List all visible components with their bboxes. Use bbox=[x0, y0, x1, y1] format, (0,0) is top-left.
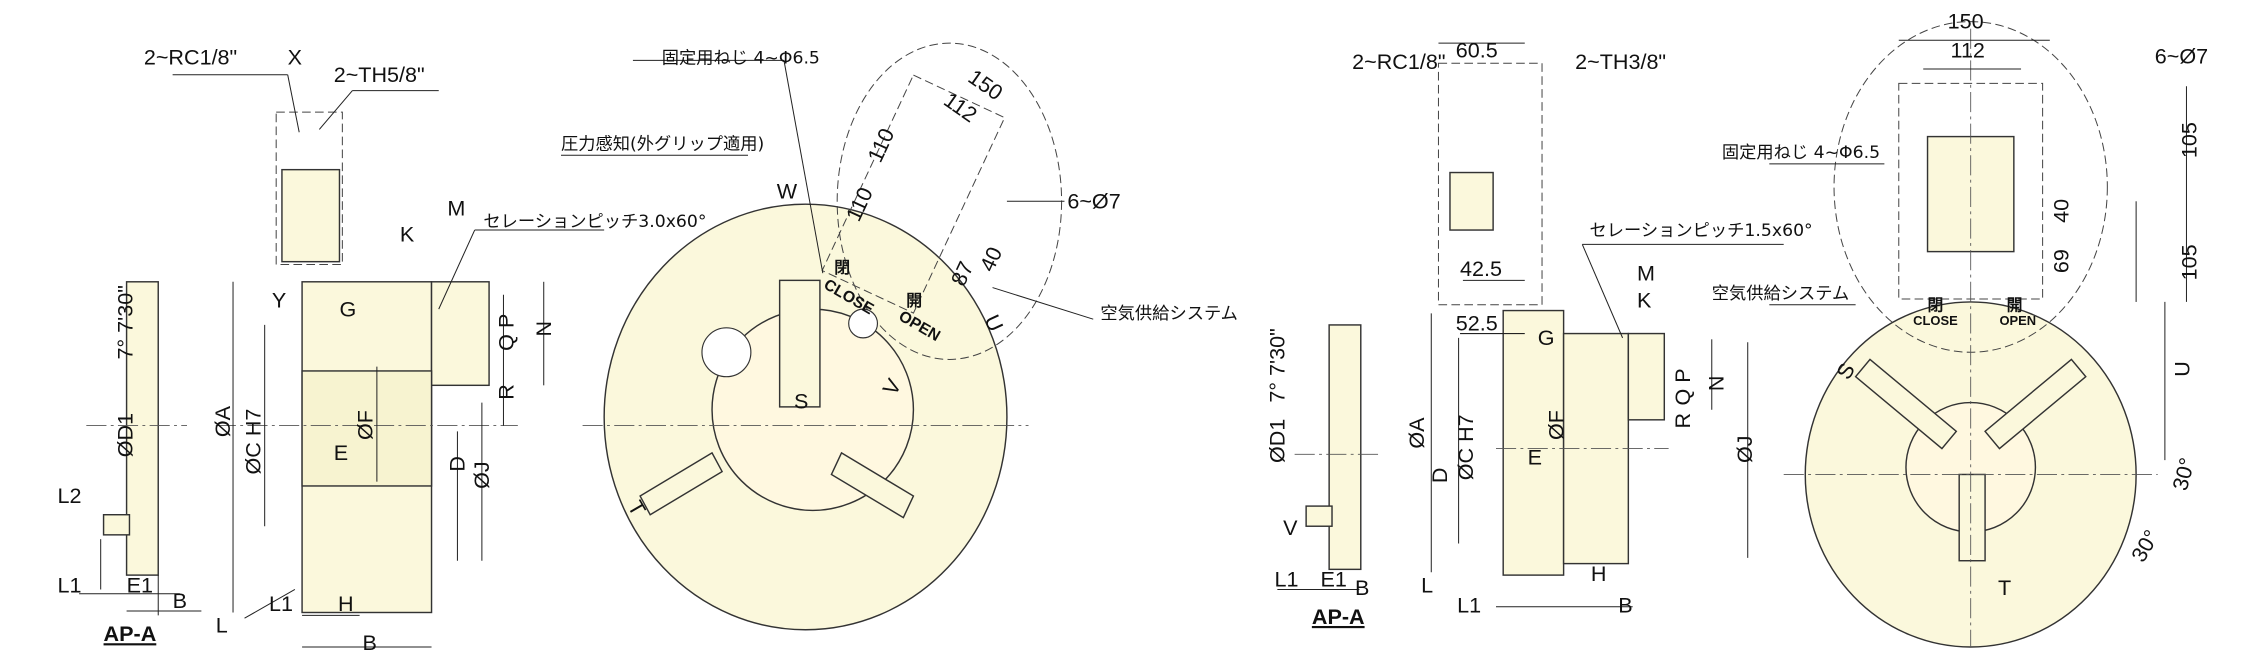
r-front-105a-label: 105 bbox=[2177, 122, 2202, 158]
r-ap-a-e1-label: E1 bbox=[1321, 567, 1347, 592]
side-f-label: ØF bbox=[353, 410, 378, 440]
r-side-c-label: ØC H7 bbox=[1453, 414, 1478, 480]
r-side-b-label: B bbox=[1618, 592, 1632, 617]
r-front-open-jp: 開 bbox=[2007, 297, 2023, 315]
r-front-t-label: T bbox=[1998, 575, 2011, 600]
front-s-label: S bbox=[794, 388, 808, 413]
r-front-112-label: 112 bbox=[1951, 38, 1985, 63]
left-ap-a-view: 7° 7'30" ØD1 L2 L1 E1 B AP-A bbox=[58, 281, 202, 646]
side-m-label: M bbox=[447, 196, 465, 221]
side-n-label: N bbox=[531, 321, 556, 337]
r-side-rc-label: 2~RC1/8" bbox=[1352, 49, 1445, 74]
side-c-label: ØC H7 bbox=[240, 409, 265, 475]
side-l1-label: L1 bbox=[269, 591, 293, 616]
r-side-d-label: D bbox=[1427, 468, 1452, 484]
r-side-f-label: ØF bbox=[1544, 410, 1569, 440]
r-side-m-label: M bbox=[1637, 260, 1655, 285]
side-y-label: Y bbox=[272, 288, 286, 313]
side-b-label: B bbox=[362, 630, 376, 655]
right-side-view: 2~RC1/8" 60.5 2~TH3/8" 42.5 52.5 セレーションピ… bbox=[1352, 38, 1813, 618]
r-side-j-label: ØJ bbox=[1732, 435, 1757, 463]
r-ap-a-l1-label: L1 bbox=[1274, 567, 1298, 592]
side-j-label: ØJ bbox=[469, 461, 494, 489]
ap-a-title: AP-A bbox=[104, 621, 157, 646]
side-k-label: K bbox=[400, 222, 415, 247]
front-open-jp: 開 bbox=[906, 292, 922, 310]
side-a-label: ØA bbox=[210, 405, 235, 437]
side-e-label: E bbox=[334, 440, 348, 465]
front-air-label: 空気供給システム bbox=[1100, 304, 1238, 324]
side-x-label: X bbox=[288, 45, 302, 70]
r-front-close-label: CLOSE bbox=[1913, 313, 1958, 328]
r-side-serration-label: セレーションピッチ1.5x60° bbox=[1590, 221, 1813, 241]
left-side-view: 2~RC1/8" X 2~TH5/8" K M セレーションピッチ3.0x60°… bbox=[144, 45, 707, 655]
front-112-label: 112 bbox=[939, 87, 982, 127]
side-l-label: L bbox=[216, 613, 228, 638]
front-u-label: U bbox=[979, 311, 1008, 336]
r-ap-a-title: AP-A bbox=[1312, 604, 1365, 629]
r-side-e-label: E bbox=[1528, 444, 1542, 469]
r-front-holes-label: 6~Ø7 bbox=[2155, 43, 2208, 68]
front-holes-label: 6~Ø7 bbox=[1067, 188, 1120, 213]
r-side-k-label: K bbox=[1637, 288, 1652, 313]
r-front-30a-label: 30° bbox=[2167, 455, 2200, 493]
r-side-th-label: 2~TH3/8" bbox=[1575, 49, 1666, 74]
r-side-h-label: H bbox=[1591, 561, 1607, 586]
side-g-label: G bbox=[339, 296, 356, 321]
ap-a-l2-label: L2 bbox=[58, 483, 82, 508]
r-front-30b-label: 30° bbox=[2126, 525, 2164, 566]
r-side-52-label: 52.5 bbox=[1456, 311, 1498, 336]
r-side-42-label: 42.5 bbox=[1460, 256, 1502, 281]
right-ap-a-view: 7° 7'30" ØD1 V L1 E1 B AP-A bbox=[1265, 324, 1381, 629]
r-side-n-label: N bbox=[1703, 375, 1728, 391]
r-side-g-label: G bbox=[1538, 325, 1555, 350]
r-front-close-jp: 閉 bbox=[1928, 297, 1944, 315]
side-th-label: 2~TH5/8" bbox=[334, 62, 425, 87]
r-front-air-label: 空気供給システム bbox=[1712, 284, 1850, 304]
side-qp-label: Q P bbox=[494, 314, 519, 351]
ap-a-e1-label: E1 bbox=[127, 572, 153, 597]
r-side-l-label: L bbox=[1421, 572, 1433, 597]
side-serration-label: セレーションピッチ3.0x60° bbox=[483, 212, 706, 232]
side-rc-label: 2~RC1/8" bbox=[144, 45, 237, 70]
r-front-screw-label: 固定用ねじ 4~Φ6.5 bbox=[1722, 143, 1880, 163]
right-front-view: 150 112 6~Ø7 105 固定用ねじ 4~Φ6.5 40 105 69 … bbox=[1712, 9, 2208, 648]
r-front-40-label: 40 bbox=[2049, 199, 2074, 223]
r-side-a-label: ØA bbox=[1404, 417, 1429, 449]
side-d-label: D bbox=[445, 456, 470, 472]
r-front-69-label: 69 bbox=[2049, 249, 2074, 273]
r-front-open-label: OPEN bbox=[1999, 313, 2036, 328]
side-h-label: H bbox=[338, 591, 354, 616]
r-side-qp-label: Q P bbox=[1670, 368, 1695, 405]
r-side-r-label: R bbox=[1670, 413, 1695, 429]
front-40-label: 40 bbox=[974, 243, 1007, 275]
r-front-u-label: U bbox=[2169, 361, 2194, 377]
front-sensor-label: 圧力感知(外グリップ適用) bbox=[561, 135, 764, 155]
front-close-jp: 閉 bbox=[834, 259, 850, 277]
r-ap-a-v-label: V bbox=[1283, 515, 1298, 540]
front-screw-label: 固定用ねじ 4~Φ6.5 bbox=[662, 48, 820, 68]
ap-a-d1-label: ØD1 bbox=[112, 413, 137, 457]
r-side-60-label: 60.5 bbox=[1456, 38, 1498, 63]
ap-a-l1-label: L1 bbox=[58, 572, 82, 597]
r-ap-a-angle-label: 7° 7'30" bbox=[1265, 328, 1290, 402]
left-front-view: 固定用ねじ 4~Φ6.5 圧力感知(外グリップ適用) W 150 112 110… bbox=[561, 42, 1238, 631]
r-ap-a-d1-label: ØD1 bbox=[1265, 419, 1290, 463]
r-ap-a-b-label: B bbox=[1355, 575, 1369, 600]
r-front-105b-label: 105 bbox=[2177, 244, 2202, 280]
ap-a-b-label: B bbox=[173, 588, 187, 613]
ap-a-angle-label: 7° 7'30" bbox=[112, 285, 137, 359]
side-r-label: R bbox=[494, 384, 519, 400]
r-side-l1-label: L1 bbox=[1457, 592, 1481, 617]
r-front-150-label: 150 bbox=[1948, 9, 1984, 34]
front-w-label: W bbox=[777, 178, 798, 203]
front-110a-label: 110 bbox=[862, 124, 899, 166]
